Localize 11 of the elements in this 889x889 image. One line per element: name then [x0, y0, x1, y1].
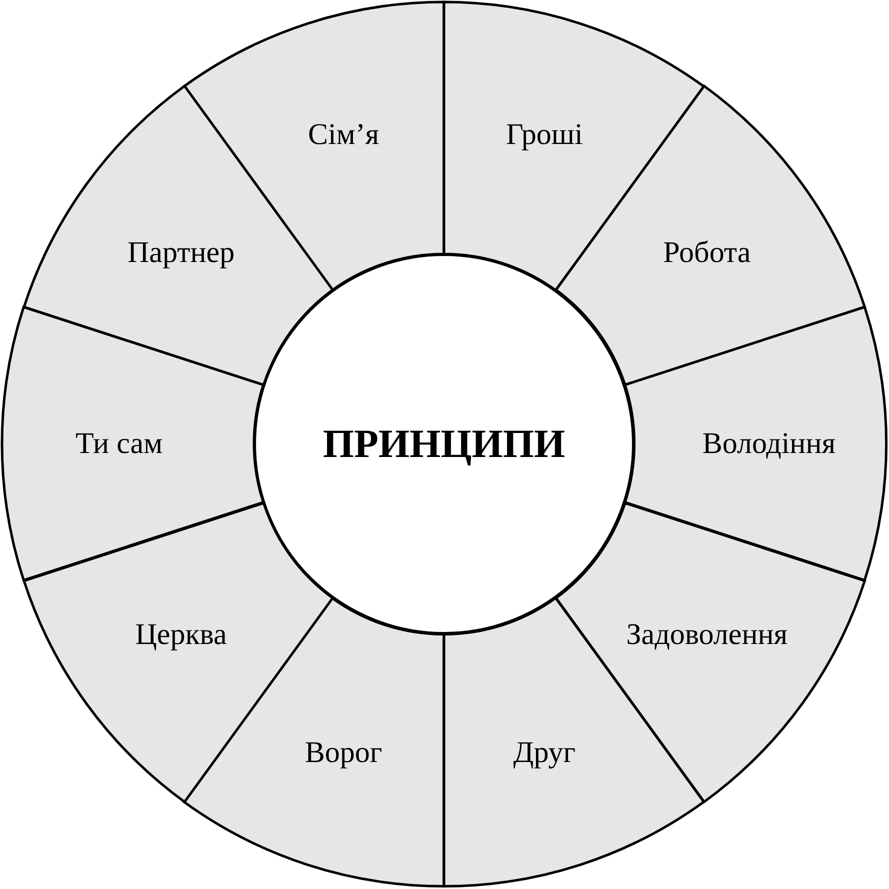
segment-label: Партнер: [128, 238, 235, 268]
segment-label: Задоволення: [626, 620, 788, 650]
segment-label: Друг: [513, 738, 576, 768]
center-label: ПРИНЦИПИ: [322, 420, 566, 468]
segment-label: Гроші: [506, 120, 583, 150]
segment-label: Ворог: [304, 738, 382, 768]
segment-label: Сім’я: [308, 120, 380, 150]
segment-label: Володіння: [702, 428, 836, 459]
segment-label: Робота: [663, 238, 751, 268]
segment-label: Церква: [135, 620, 227, 650]
segment-label: Ти сам: [75, 428, 163, 459]
